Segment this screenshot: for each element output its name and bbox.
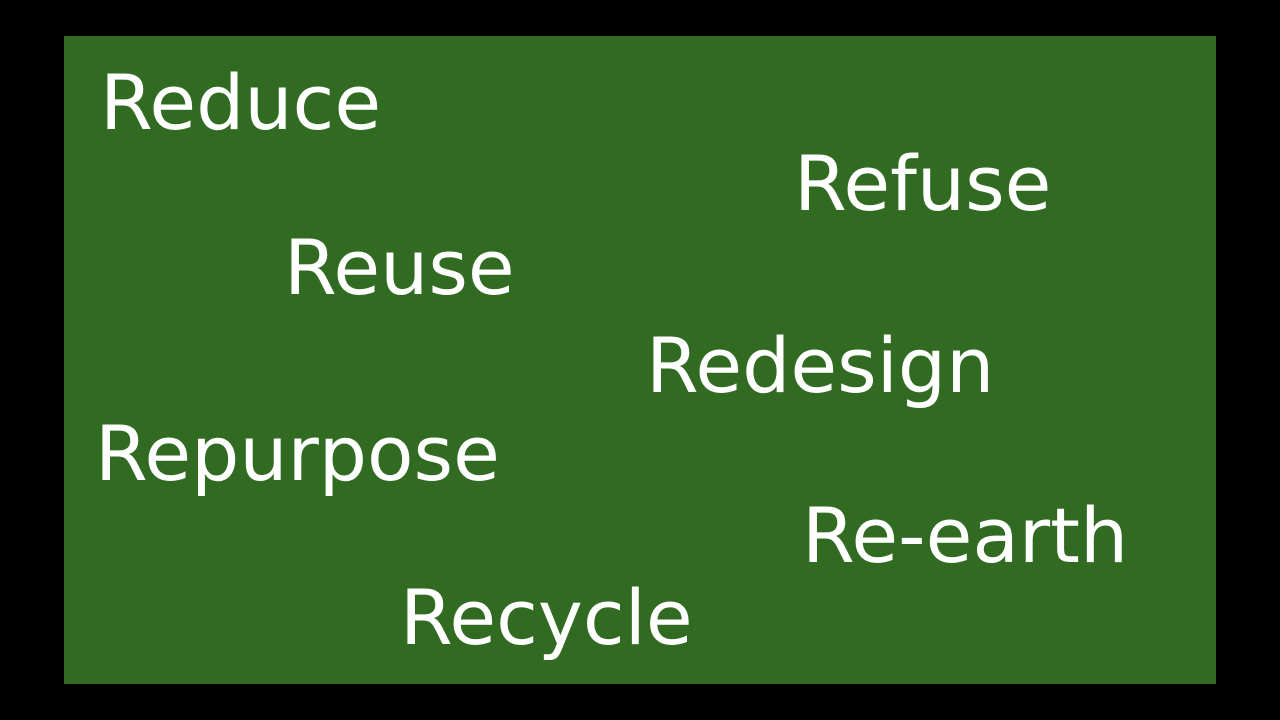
word-recycle: Recycle	[400, 573, 693, 662]
word-refuse: Refuse	[794, 139, 1052, 228]
word-re-earth: Re-earth	[802, 491, 1129, 580]
word-redesign: Redesign	[646, 321, 995, 410]
word-repurpose: Repurpose	[95, 409, 500, 498]
word-reuse: Reuse	[284, 223, 515, 312]
green-slide-panel: Reduce Refuse Reuse Redesign Repurpose R…	[64, 36, 1216, 684]
word-reduce: Reduce	[100, 58, 382, 147]
